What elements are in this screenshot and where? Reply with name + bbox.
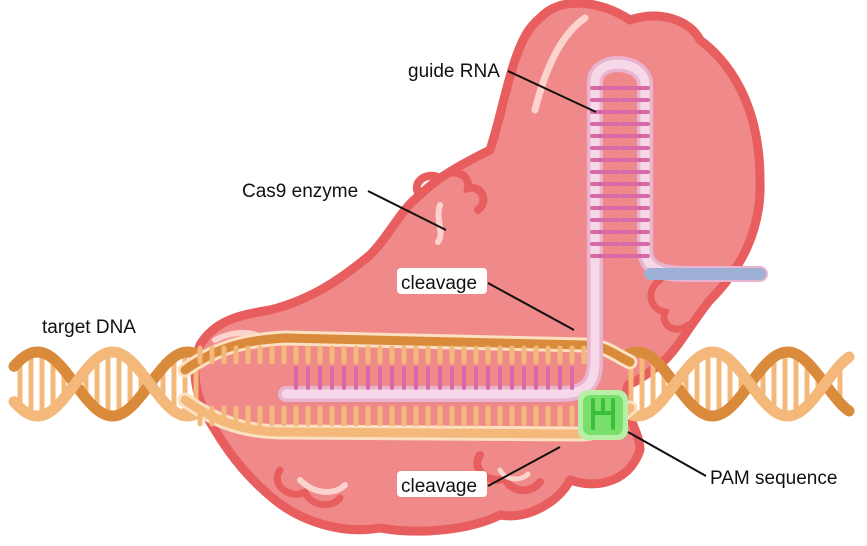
cas9-highlight-bottom — [297, 477, 348, 495]
pam-marks — [591, 398, 615, 430]
pam-sequence — [578, 390, 628, 440]
label-target-dna: target DNA — [42, 317, 136, 338]
guide-rna — [278, 56, 768, 402]
label-cleavage-top-bg — [397, 268, 487, 294]
label-pam-sequence: PAM sequence — [710, 468, 837, 489]
cas9-fold-upper — [412, 168, 488, 214]
leader-cas9 — [367, 190, 447, 231]
label-cleavage-bottom: cleavage — [401, 476, 477, 497]
label-cleavage-bottom-bg — [397, 471, 487, 497]
leader-pam — [627, 431, 707, 477]
dna-strand-back-left — [8, 346, 206, 422]
label-cas9-enzyme: Cas9 enzyme — [242, 181, 358, 202]
dna-strand-front-right — [619, 346, 855, 422]
leader-cleavage-bottom — [487, 446, 561, 487]
cas9-highlight-lower-right — [497, 467, 531, 482]
cas9-fold-right — [647, 276, 692, 333]
leader-lines — [367, 70, 707, 487]
labels: guide RNA Cas9 enzyme cleavage target DN… — [42, 61, 837, 497]
cas9-fold-bottom — [274, 466, 344, 509]
cas9-highlight-mid — [435, 202, 444, 245]
leader-guide-rna — [507, 70, 597, 113]
dna-strand-front-left — [8, 346, 206, 422]
cas9-highlight-top — [531, 14, 589, 114]
leader-cleavage-top — [487, 282, 575, 331]
label-guide-rna: guide RNA — [408, 61, 500, 82]
label-cleavage-top: cleavage — [401, 273, 477, 294]
dna-strand-back-right — [619, 346, 855, 422]
